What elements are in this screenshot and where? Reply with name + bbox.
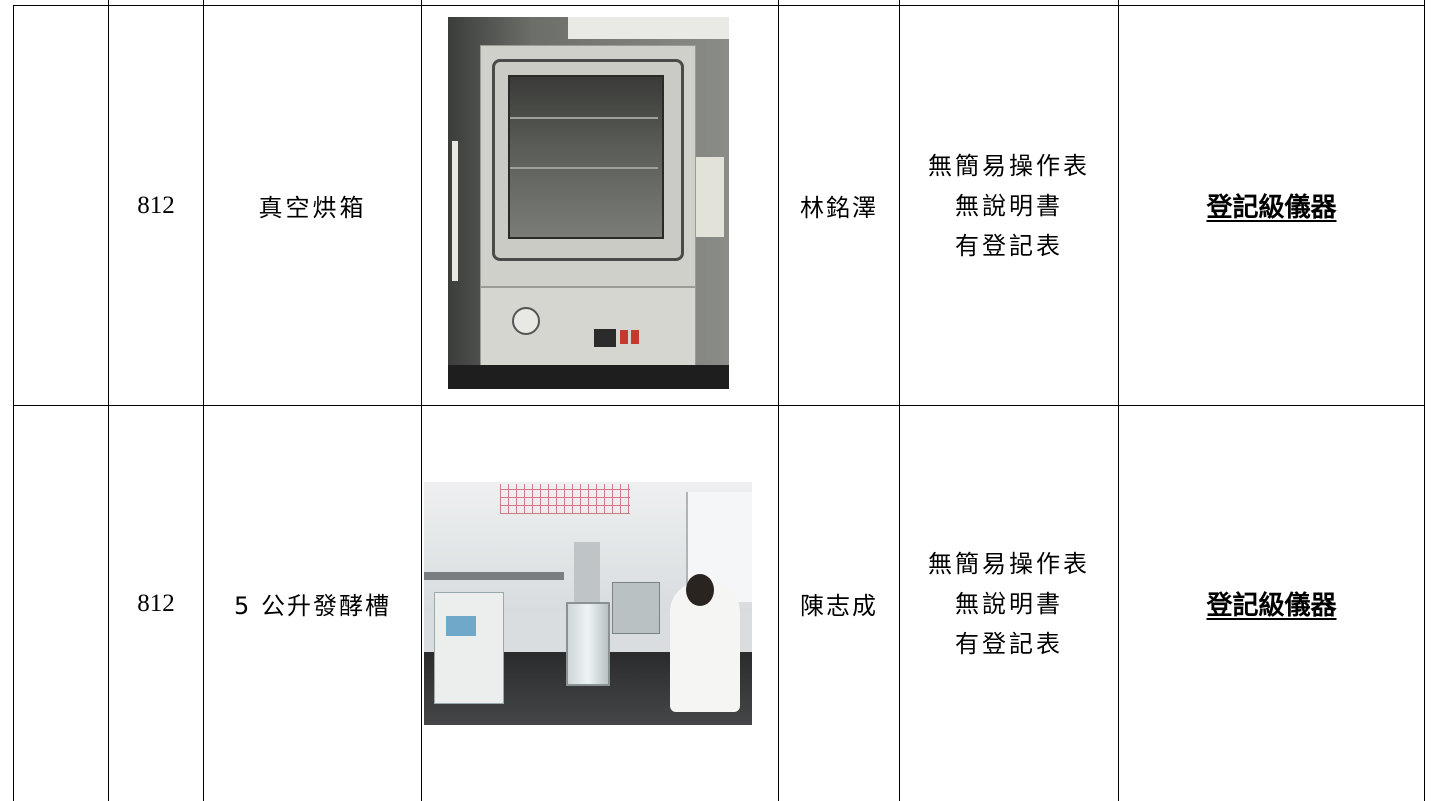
grid-line [203, 0, 204, 801]
level-cell: 登記級儀器 [1119, 406, 1424, 801]
keeper-name: 陳志成 [800, 592, 878, 620]
grid-line [421, 0, 422, 801]
keeper-name: 林銘澤 [800, 194, 878, 222]
instrument-level-link[interactable]: 登記級儀器 [1206, 590, 1337, 620]
note-line: 無簡易操作表 [928, 151, 1090, 180]
grid-line [899, 0, 900, 801]
instrument-name: 5 公升發酵槽 [234, 592, 391, 620]
document-status: 無簡易操作表 無說明書 有登記表 [900, 406, 1118, 801]
instrument-level-link[interactable]: 登記級儀器 [1206, 192, 1337, 222]
note-line: 有登記表 [955, 231, 1063, 260]
fermenter-photo [424, 482, 752, 725]
grid-line [13, 405, 1425, 406]
note-line: 無說明書 [955, 589, 1063, 618]
vacuum-oven-photo [448, 17, 729, 389]
level-cell: 登記級儀器 [1119, 6, 1424, 405]
grid-line [108, 0, 109, 801]
grid-line [1424, 0, 1425, 801]
note-line: 無簡易操作表 [928, 549, 1090, 578]
room-number: 812 [137, 191, 175, 219]
grid-line [1118, 0, 1119, 801]
note-line: 有登記表 [955, 629, 1063, 658]
document-status: 無簡易操作表 無說明書 有登記表 [900, 6, 1118, 405]
note-line: 無說明書 [955, 191, 1063, 220]
grid-line [13, 5, 1425, 6]
room-number: 812 [137, 589, 175, 617]
grid-line [13, 5, 14, 801]
grid-line [778, 0, 779, 801]
instrument-name: 真空烘箱 [258, 194, 367, 222]
